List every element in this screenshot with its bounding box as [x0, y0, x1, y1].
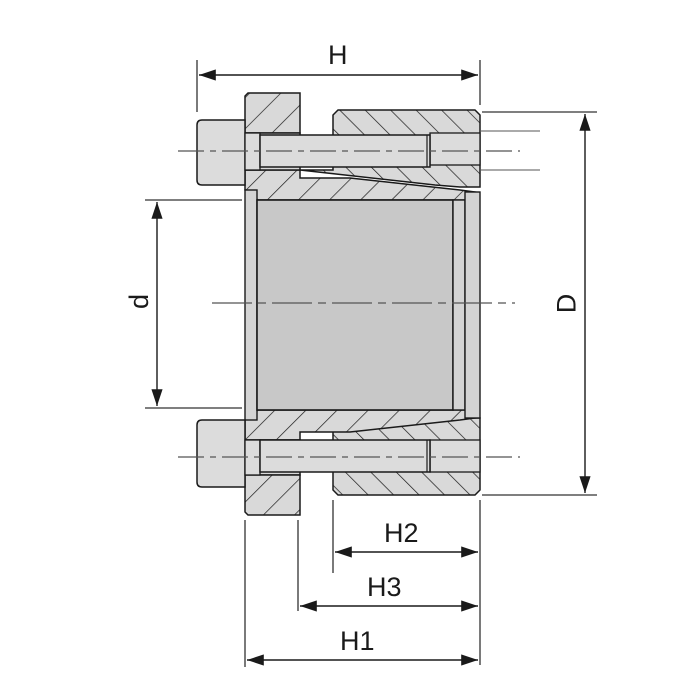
label-D: D	[551, 293, 582, 314]
center-lines	[178, 150, 520, 458]
dimension-H1	[244, 520, 478, 667]
label-H1: H1	[340, 626, 375, 656]
label-d: d	[124, 293, 155, 310]
label-H3: H3	[367, 572, 402, 602]
dimension-D	[482, 111, 597, 496]
bolt-bottom	[196, 419, 431, 488]
leader-lines	[480, 130, 540, 171]
label-H2: H2	[384, 518, 419, 548]
dimension-H	[196, 60, 481, 112]
label-H: H	[328, 40, 348, 70]
dimension-d	[145, 199, 242, 409]
dimension-H3	[297, 520, 478, 612]
dimension-H2	[332, 500, 481, 665]
bore	[244, 189, 481, 421]
